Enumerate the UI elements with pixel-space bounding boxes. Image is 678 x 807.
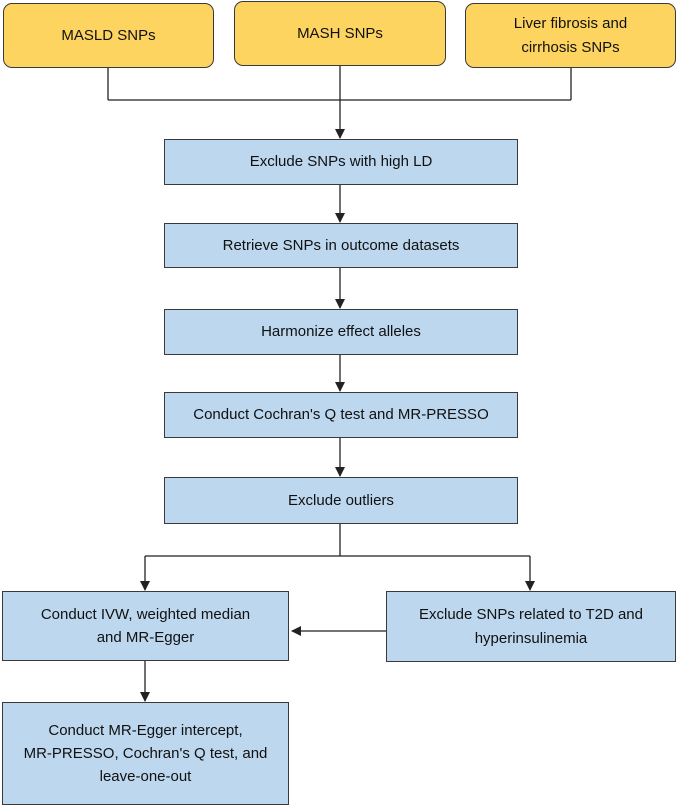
- step-exclude-outliers: Exclude outliers: [164, 477, 518, 524]
- step-harmonize-label: Harmonize effect alleles: [261, 323, 421, 341]
- step-retrieve: Retrieve SNPs in outcome datasets: [164, 223, 518, 268]
- source-label-mash: MASH SNPs: [297, 24, 383, 42]
- step-cochran-label: Conduct Cochran's Q test and MR-PRESSO: [193, 406, 489, 424]
- step-exclude-ld: Exclude SNPs with high LD: [164, 139, 518, 185]
- source-label-fibrosis: Liver fibrosis and cirrhosis SNPs: [513, 15, 628, 56]
- source-box-mash: MASH SNPs: [234, 1, 446, 66]
- step-ivw-label: Conduct IVW, weighted median and MR-Egge…: [40, 605, 251, 646]
- step-retrieve-label: Retrieve SNPs in outcome datasets: [222, 236, 460, 254]
- source-box-fibrosis: Liver fibrosis and cirrhosis SNPs: [465, 3, 676, 68]
- step-ivw: Conduct IVW, weighted median and MR-Egge…: [2, 591, 289, 661]
- source-label-masld: MASLD SNPs: [61, 26, 156, 44]
- step-sensitivity-label: Conduct MR-Egger intercept, MR-PRESSO, C…: [23, 721, 268, 786]
- step-cochran: Conduct Cochran's Q test and MR-PRESSO: [164, 392, 518, 438]
- step-exclude-outliers-label: Exclude outliers: [288, 491, 394, 509]
- step-harmonize: Harmonize effect alleles: [164, 309, 518, 355]
- step-exclude-t2d-label: Exclude SNPs related to T2D and hyperins…: [418, 606, 643, 647]
- step-exclude-ld-label: Exclude SNPs with high LD: [249, 153, 433, 171]
- step-exclude-t2d: Exclude SNPs related to T2D and hyperins…: [386, 591, 676, 662]
- source-box-masld: MASLD SNPs: [3, 3, 214, 68]
- step-sensitivity: Conduct MR-Egger intercept, MR-PRESSO, C…: [2, 702, 289, 805]
